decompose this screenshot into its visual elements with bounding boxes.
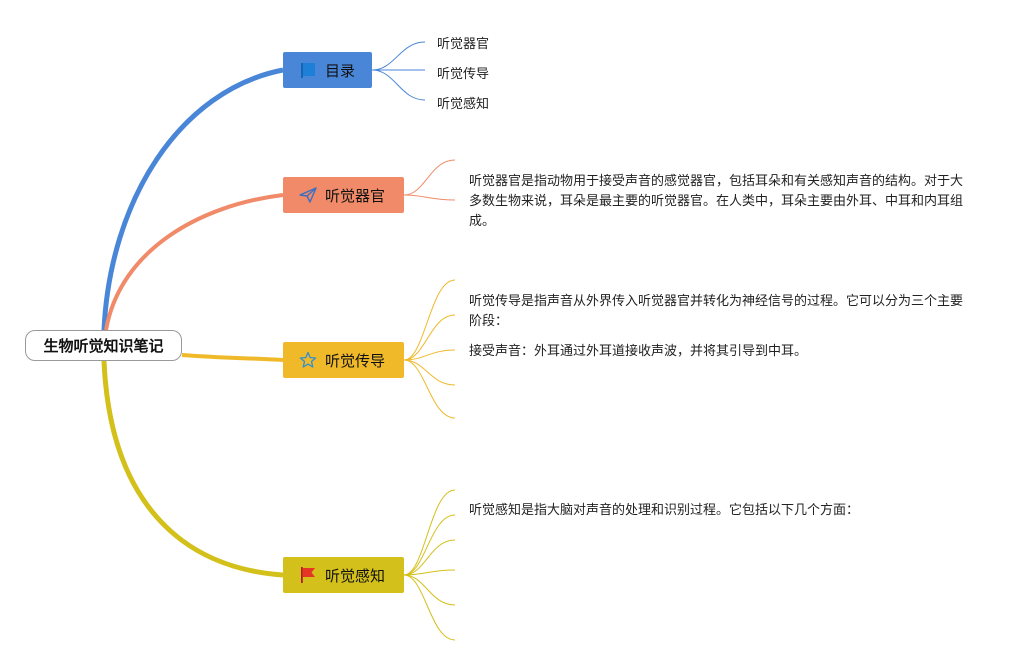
branch-label: 目录 — [325, 61, 356, 80]
toc-item-conduction[interactable]: 听觉传导 — [437, 67, 490, 82]
toc-item-perception[interactable]: 听觉感知 — [437, 97, 490, 112]
organ-description[interactable]: 听觉器官是指动物用于接受声音的感觉器官，包括耳朵和有关感知声音的结构。对于大多数… — [469, 174, 964, 229]
branch-toc[interactable]: 目录 — [283, 52, 372, 88]
root-label: 生物听觉知识笔记 — [43, 337, 164, 355]
branch-conduction[interactable]: 听觉传导 — [283, 342, 404, 378]
branch-label: 听觉感知 — [325, 566, 386, 585]
root-node[interactable]: 生物听觉知识笔记 — [25, 330, 182, 361]
red-flag-icon — [299, 566, 317, 584]
star-icon — [299, 351, 317, 369]
perception-description[interactable]: 听觉感知是指大脑对声音的处理和识别过程。它包括以下几个方面： — [469, 503, 860, 518]
paper-plane-icon — [299, 186, 317, 204]
branch-perception[interactable]: 听觉感知 — [283, 557, 404, 593]
branch-organ[interactable]: 听觉器官 — [283, 177, 404, 213]
toc-item-organ[interactable]: 听觉器官 — [437, 37, 490, 52]
blue-flag-icon — [299, 61, 317, 79]
branch-label: 听觉传导 — [325, 351, 386, 370]
conduction-description[interactable]: 听觉传导是指声音从外界传入听觉器官并转化为神经信号的过程。它可以分为三个主要阶段… — [469, 294, 964, 329]
conduction-stage-1[interactable]: 接受声音：外耳通过外耳道接收声波，并将其引导到中耳。 — [469, 344, 808, 359]
branch-label: 听觉器官 — [325, 186, 386, 205]
